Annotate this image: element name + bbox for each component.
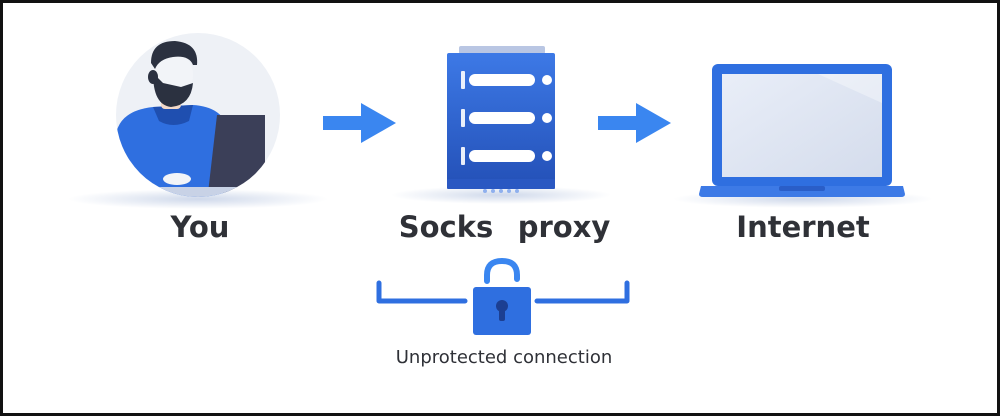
user-shadow xyxy=(68,189,328,209)
server-shadow xyxy=(391,186,611,204)
node-label-internet: Internet xyxy=(736,210,870,244)
server-rack-icon xyxy=(447,46,555,193)
connection-bracket xyxy=(376,280,630,304)
arrow-right-icon xyxy=(323,103,396,143)
connection-caption: Unprotected connection xyxy=(395,347,613,368)
diagram-canvas xyxy=(68,33,933,335)
arrow-right-icon xyxy=(598,103,671,143)
node-label-proxy-part-2: proxy xyxy=(517,210,611,244)
node-label-you: You xyxy=(170,210,230,244)
node-label-proxy-part-1: Socks xyxy=(398,210,494,244)
laptop-icon xyxy=(699,64,905,197)
user-at-laptop-icon xyxy=(116,33,280,197)
unlocked-padlock-icon xyxy=(473,257,531,335)
